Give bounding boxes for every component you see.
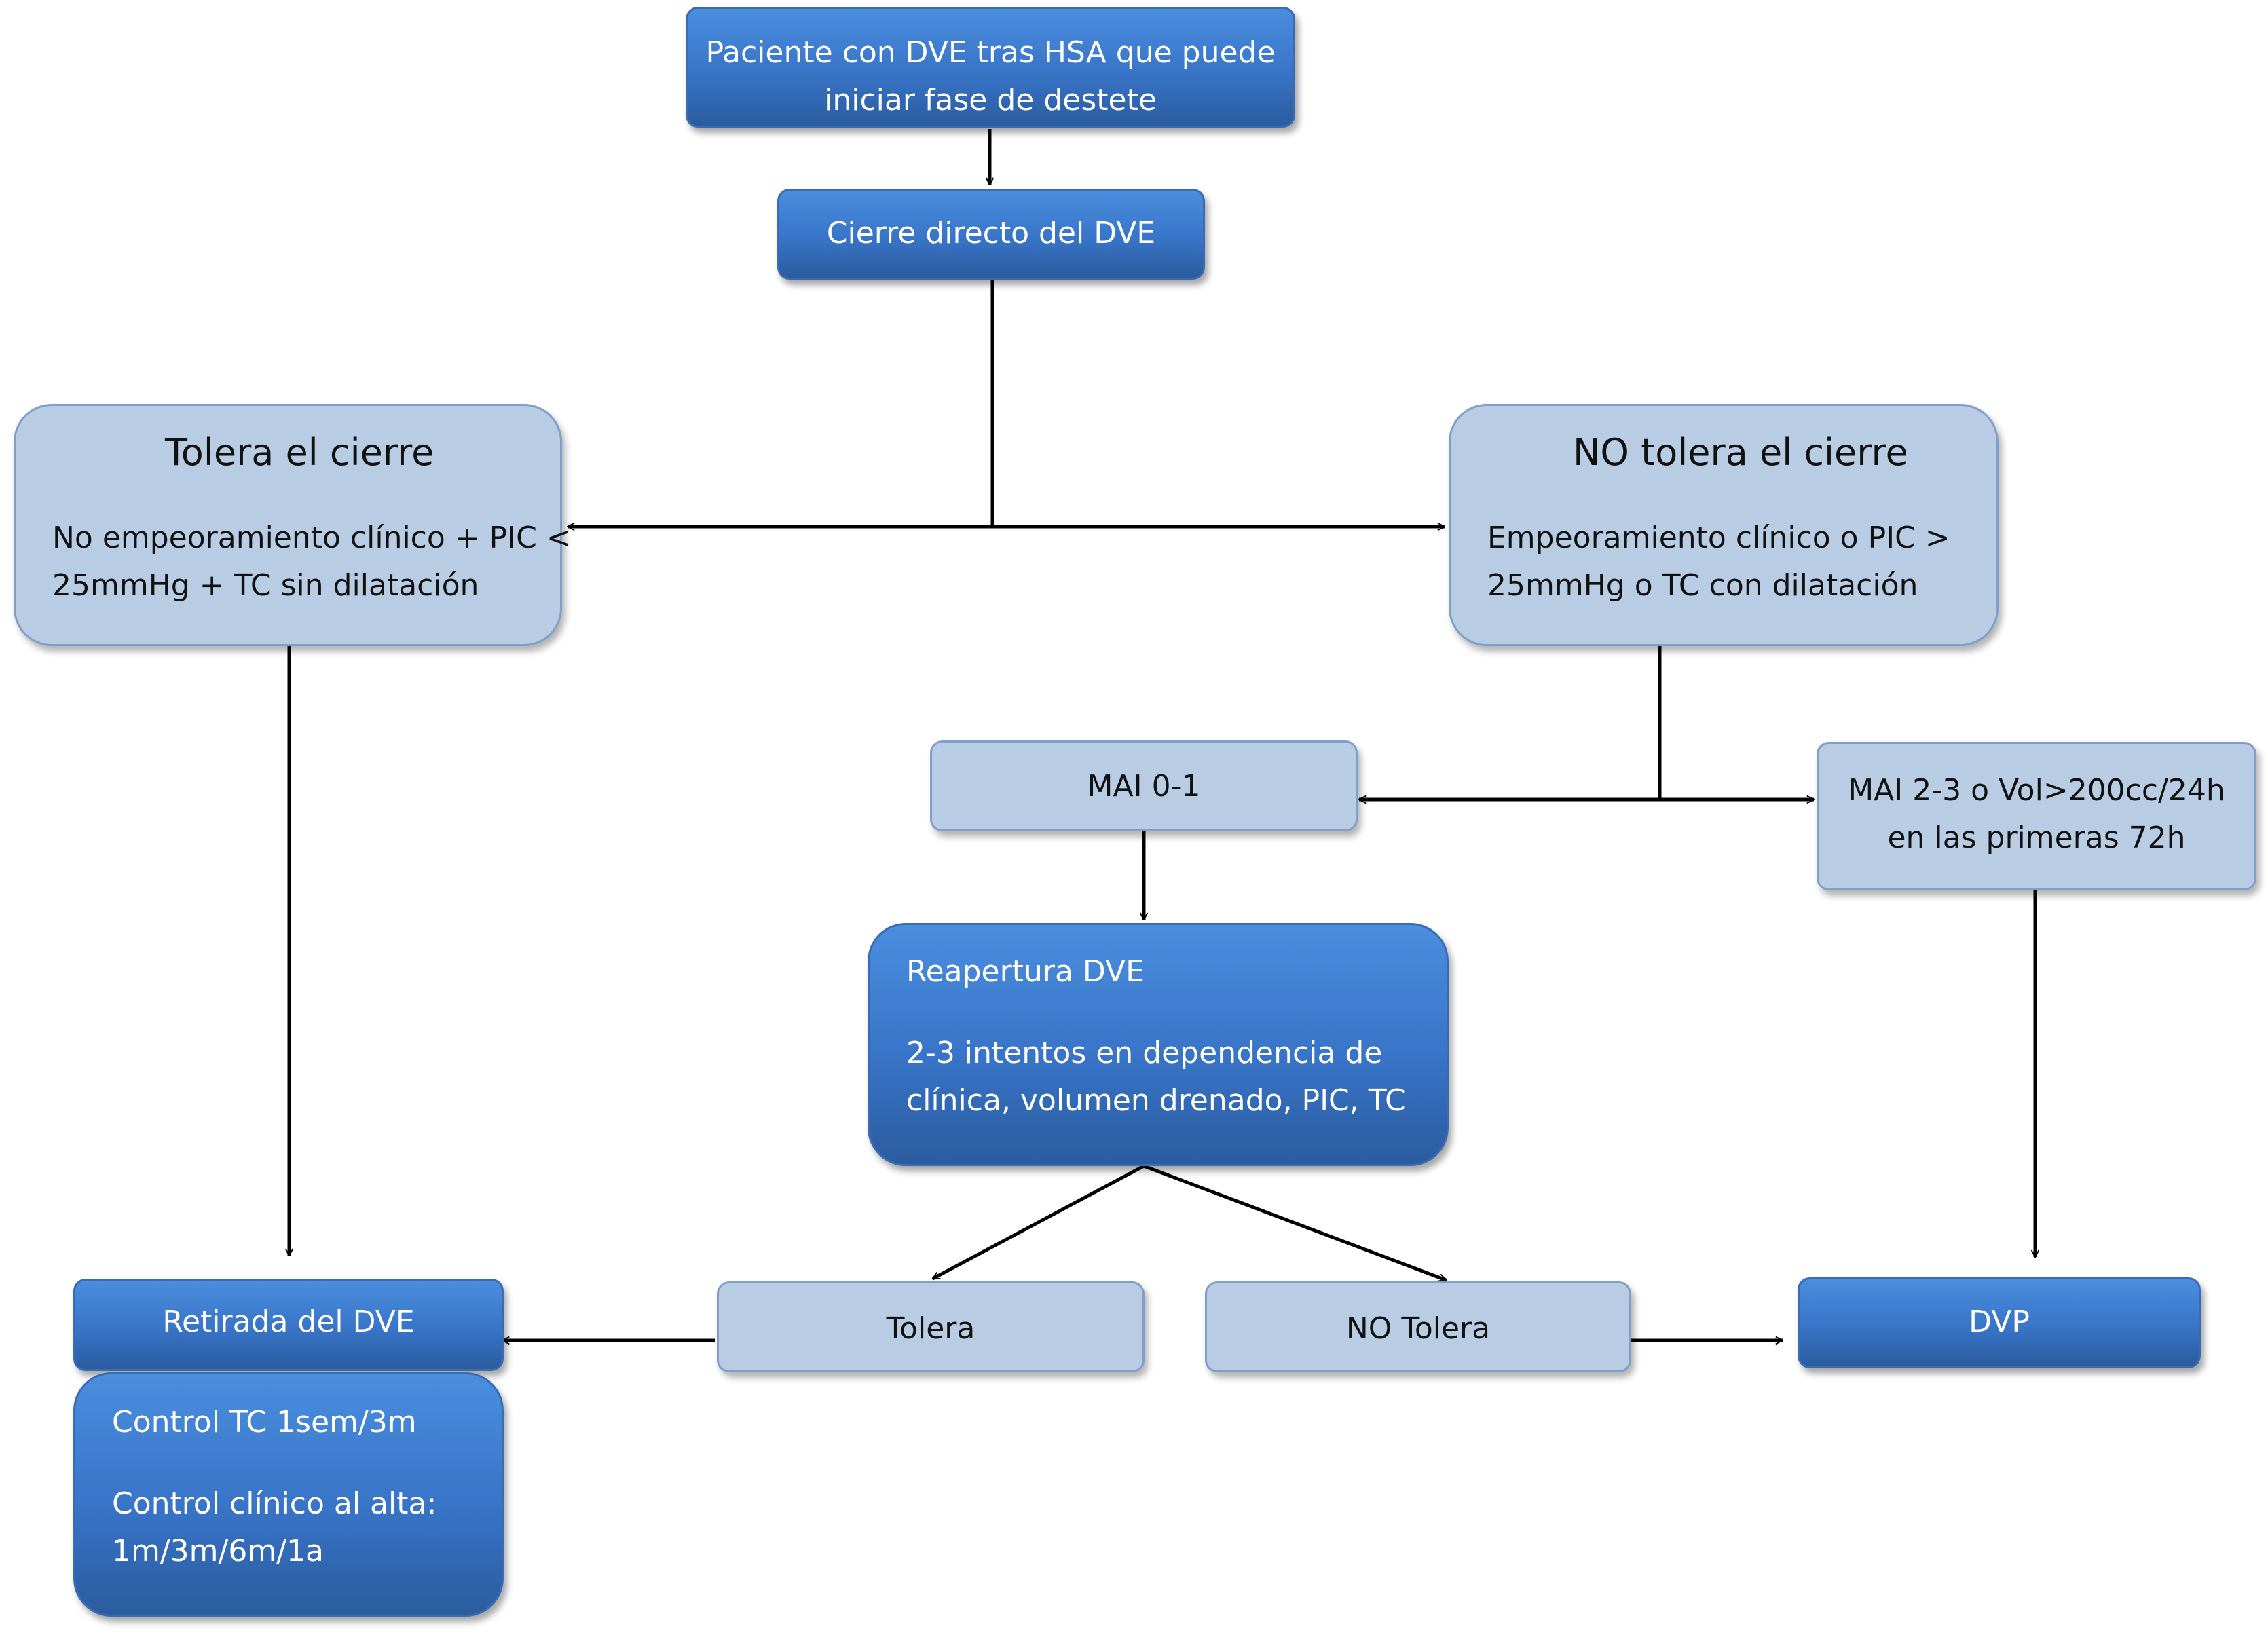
reopening-line-1: 2-3 intentos en dependencia de <box>906 1036 1383 1070</box>
tolerates-line-1: No empeoramiento clínico + PIC < <box>52 521 572 555</box>
start-node: Paciente con DVE tras HSA que puede inic… <box>686 7 1295 128</box>
follow-up-line-1: Control TC 1sem/3m <box>112 1405 417 1440</box>
start-line-2: iniciar fase de destete <box>824 83 1157 117</box>
removal-label: Retirada del DVE <box>162 1304 415 1339</box>
follow-up-line-2: Control clínico al alta: <box>112 1486 437 1521</box>
mai-0-1-label: MAI 0-1 <box>1087 769 1201 804</box>
removal-node: Retirada del DVE <box>73 1279 504 1371</box>
tolerates-title: Tolera el cierre <box>165 431 434 474</box>
tolera-node: Tolera <box>717 1281 1145 1372</box>
dvp-node: DVP <box>1798 1277 2201 1368</box>
arrow-reopening-to-tolera <box>933 1164 1145 1281</box>
follow-up-node: Control TC 1sem/3m Control clínico al al… <box>73 1372 504 1617</box>
no-tolera-label: NO Tolera <box>1345 1311 1491 1346</box>
direct-closure-node: Cierre directo del DVE <box>777 189 1205 280</box>
not-tolerates-node: NO tolera el cierre Empeoramiento clínic… <box>1449 404 1999 646</box>
not-tolerates-title: NO tolera el cierre <box>1573 431 1908 474</box>
reopening-title: Reapertura DVE <box>906 954 1145 989</box>
reopening-line-2: clínica, volumen drenado, PIC, TC <box>906 1083 1406 1118</box>
arrow-reopening-to-no-tolera <box>1143 1164 1446 1280</box>
dvp-label: DVP <box>1969 1304 2030 1339</box>
no-tolera-node: NO Tolera <box>1205 1281 1631 1372</box>
follow-up-line-3: 1m/3m/6m/1a <box>112 1534 324 1568</box>
start-line-1: Paciente con DVE tras HSA que puede <box>705 35 1276 70</box>
reopening-node: Reapertura DVE 2-3 intentos en dependenc… <box>868 923 1449 1166</box>
not-tolerates-line-1: Empeoramiento clínico o PIC > <box>1487 521 1950 555</box>
tolera-label: Tolera <box>886 1311 975 1346</box>
mai-2-3-node: MAI 2-3 o Vol>200cc/24h en las primeras … <box>1817 742 2256 890</box>
mai-0-1-node: MAI 0-1 <box>930 740 1358 831</box>
tolerates-node: Tolera el cierre No empeoramiento clínic… <box>14 404 572 646</box>
mai-2-3-line-1: MAI 2-3 o Vol>200cc/24h <box>1848 773 2225 808</box>
tolerates-line-2: 25mmHg + TC sin dilatación <box>52 568 479 603</box>
mai-2-3-line-2: en las primeras 72h <box>1887 821 2186 855</box>
not-tolerates-line-2: 25mmHg o TC con dilatación <box>1487 568 1918 603</box>
direct-closure-label: Cierre directo del DVE <box>826 216 1156 250</box>
